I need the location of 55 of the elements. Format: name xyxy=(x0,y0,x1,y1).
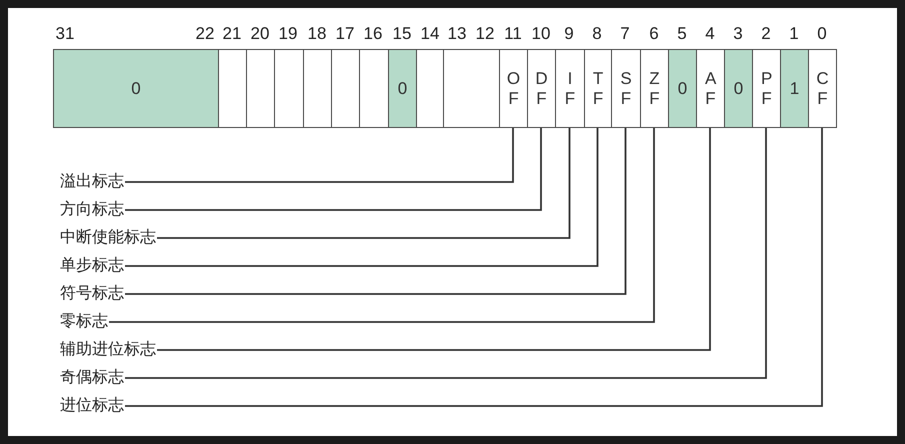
bit-number: 7 xyxy=(620,24,630,44)
register-cell: D F xyxy=(527,49,556,128)
register-cell: 0 xyxy=(388,49,417,128)
bit-number: 19 xyxy=(278,24,298,44)
leader-line xyxy=(125,128,598,267)
bit-number: 16 xyxy=(364,24,382,44)
bit-number: 0 xyxy=(817,24,827,44)
register-cell xyxy=(218,49,247,128)
bit-number: 10 xyxy=(532,24,550,44)
register-cell: 0 xyxy=(668,49,697,128)
register-cell xyxy=(274,49,304,128)
bit-number: 22 xyxy=(196,24,214,44)
leader-line xyxy=(109,128,655,323)
leader-line xyxy=(157,128,570,239)
bit-number: 31 xyxy=(56,24,74,44)
bit-number: 5 xyxy=(677,24,687,44)
bit-number: 3 xyxy=(733,24,743,44)
bit-number: 12 xyxy=(476,24,494,44)
leader-line xyxy=(125,128,542,211)
register-cell: 1 xyxy=(780,49,809,128)
leader-line xyxy=(125,128,823,407)
leader-line xyxy=(125,128,626,295)
bit-number: 11 xyxy=(504,24,522,44)
register-cell: A F xyxy=(696,49,725,128)
bit-number: 2 xyxy=(761,24,771,44)
register-cell: I F xyxy=(555,49,585,128)
register-cell: C F xyxy=(808,49,837,128)
bit-number: 14 xyxy=(420,24,440,44)
bit-number: 15 xyxy=(392,24,412,44)
register-cell xyxy=(303,49,332,128)
bit-number: 21 xyxy=(222,24,242,44)
register-cell: T F xyxy=(584,49,612,128)
bit-number: 4 xyxy=(705,24,715,44)
bit-number: 18 xyxy=(308,24,326,44)
register-cell xyxy=(443,49,500,128)
leader-line xyxy=(125,128,767,379)
register-cell: S F xyxy=(611,49,641,128)
bit-number: 20 xyxy=(250,24,270,44)
bit-number: 13 xyxy=(448,24,466,44)
bit-number: 9 xyxy=(564,24,574,44)
register-cell xyxy=(416,49,444,128)
bit-number: 6 xyxy=(649,24,659,44)
register-cell: 0 xyxy=(724,49,753,128)
leader-line xyxy=(125,128,514,183)
register-cell: 0 xyxy=(53,49,219,128)
bit-number: 17 xyxy=(336,24,354,44)
leader-line xyxy=(157,128,711,351)
register-cell xyxy=(246,49,275,128)
register-cell xyxy=(331,49,360,128)
register-cell: O F xyxy=(499,49,528,128)
bit-number: 8 xyxy=(592,24,602,44)
register-cell: P F xyxy=(752,49,781,128)
bit-number: 1 xyxy=(789,24,799,44)
register-cell: Z F xyxy=(640,49,669,128)
register-cell xyxy=(359,49,389,128)
